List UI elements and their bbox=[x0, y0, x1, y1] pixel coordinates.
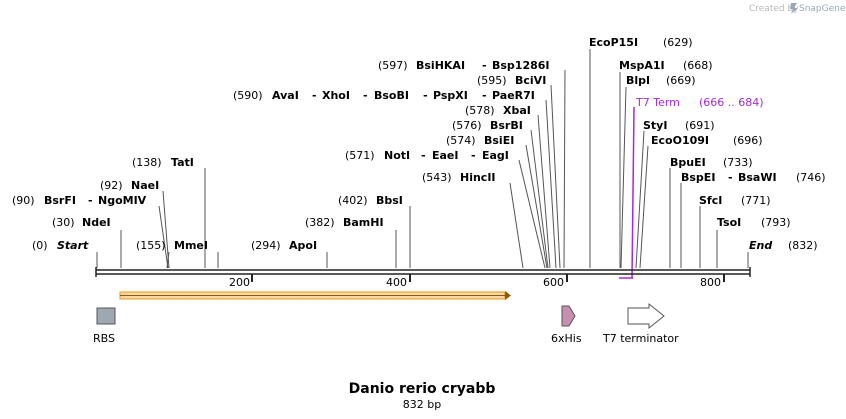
site-notI[interactable]: (571)NotI-EaeI-EagI bbox=[345, 149, 509, 162]
site-blpI[interactable]: BlpI(669) bbox=[626, 74, 696, 87]
site-tsoI[interactable]: TsoI(793) bbox=[717, 216, 791, 229]
map-length: 832 bp bbox=[403, 398, 441, 411]
site-ecoO109I[interactable]: EcoO109I(696) bbox=[651, 134, 763, 147]
tick-label: 200 bbox=[229, 276, 250, 289]
site-labels: (0)Start (30)NdeI (90)BsrFI-NgoMIV (92)N… bbox=[12, 36, 826, 252]
site-bsrBI[interactable]: (576)BsrBI bbox=[452, 119, 523, 132]
tick-label: 800 bbox=[700, 276, 721, 289]
site-xbaI[interactable]: (578)XbaI bbox=[465, 104, 531, 117]
site-end[interactable]: End(832) bbox=[749, 239, 818, 252]
t7-term-bracket[interactable] bbox=[619, 106, 635, 279]
site-bciVI[interactable]: (595)BciVI bbox=[477, 74, 546, 87]
site-bspEI[interactable]: BspEI-BsaWI(746) bbox=[681, 171, 826, 184]
orf-arrow[interactable] bbox=[119, 291, 511, 300]
site-mspA1I[interactable]: MspA1I(668) bbox=[619, 59, 713, 72]
site-styI[interactable]: StyI(691) bbox=[643, 119, 715, 132]
credit-brand: SnapGene bbox=[799, 4, 846, 14]
site-bsiEI[interactable]: (574)BsiEI bbox=[446, 134, 514, 147]
tick-label: 400 bbox=[386, 276, 407, 289]
site-ndeI[interactable]: (30)NdeI bbox=[52, 216, 111, 229]
credit-prefix: Created by bbox=[749, 4, 799, 14]
his-tag-label: 6xHis bbox=[551, 332, 582, 345]
site-hincII[interactable]: (543)HincII bbox=[422, 171, 496, 184]
site-lines bbox=[96, 49, 749, 269]
site-bsrFI[interactable]: (90)BsrFI-NgoMIV bbox=[12, 194, 147, 207]
site-bpuEI[interactable]: BpuEI(733) bbox=[670, 156, 753, 169]
site-sfcI[interactable]: SfcI(771) bbox=[699, 194, 771, 207]
ruler: 200 400 600 800 bbox=[229, 274, 725, 289]
site-mmeI[interactable]: (155)MmeI bbox=[136, 239, 208, 252]
site-start[interactable]: (0)Start bbox=[32, 239, 89, 252]
site-apoI[interactable]: (294)ApoI bbox=[251, 239, 317, 252]
site-bamHI[interactable]: (382)BamHI bbox=[305, 216, 384, 229]
t7-terminator-feature[interactable] bbox=[627, 302, 665, 330]
map-title: Danio rerio cryabb bbox=[349, 381, 496, 397]
rbs-feature[interactable] bbox=[96, 307, 116, 325]
site-bsiHKAI[interactable]: (597)BsiHKAI-Bsp1286I bbox=[378, 59, 550, 72]
t7-terminator-label: T7 terminator bbox=[602, 332, 679, 345]
tick-label: 600 bbox=[543, 276, 564, 289]
sequence-backbone bbox=[95, 267, 751, 277]
site-ecoP15I[interactable]: EcoP15I(629) bbox=[589, 36, 693, 49]
site-tatI[interactable]: (138)TatI bbox=[132, 156, 194, 169]
site-naeI[interactable]: (92)NaeI bbox=[100, 179, 159, 192]
site-t7-term[interactable]: T7 Term(666 .. 684) bbox=[635, 96, 764, 109]
rbs-label: RBS bbox=[93, 332, 115, 345]
site-avaI[interactable]: (590)AvaI-XhoI-BsoBI-PspXI-PaeR7I bbox=[233, 89, 535, 102]
snapgene-logo-icon bbox=[790, 3, 798, 14]
his-tag-feature[interactable] bbox=[561, 305, 576, 327]
site-bbsI[interactable]: (402)BbsI bbox=[338, 194, 403, 207]
